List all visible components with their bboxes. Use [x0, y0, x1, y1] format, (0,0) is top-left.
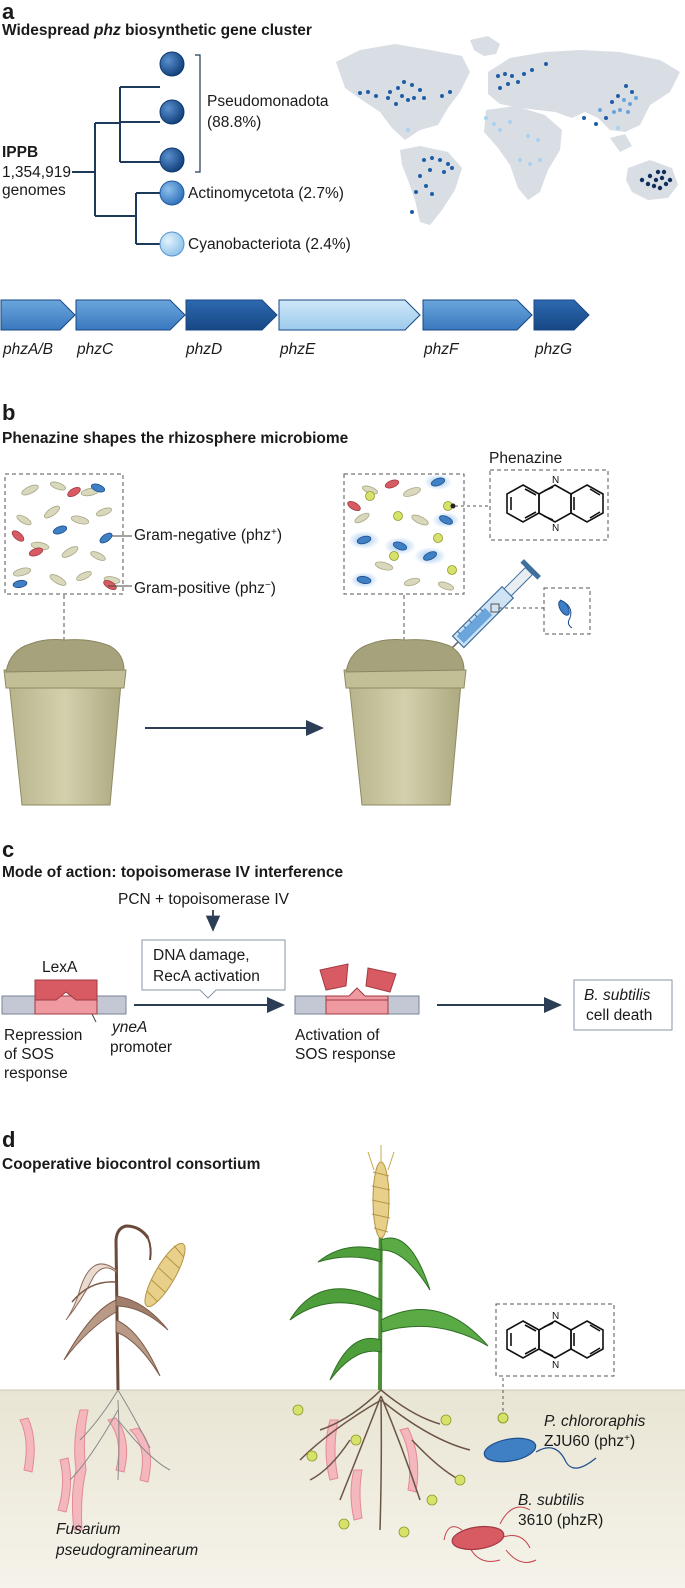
phenazine-point — [450, 503, 456, 509]
panel-d-label: d — [2, 1127, 15, 1152]
panel-d-title: Cooperative biocontrol consortium — [2, 1156, 260, 1173]
gene-label-phzD: phzD — [185, 341, 222, 358]
soil-pot-before — [3, 639, 127, 806]
dna-damage-line2: RecA activation — [153, 968, 260, 985]
bacteria-after — [347, 474, 460, 591]
panel-c-title: Mode of action: topoisomerase IV interfe… — [2, 864, 343, 881]
repression-line2: of SOS — [4, 1046, 54, 1063]
panel-a-label: a — [2, 0, 15, 24]
root-unit: genomes — [2, 182, 66, 199]
gene-arrow-phzC — [75, 299, 186, 331]
bacteria-before — [11, 481, 121, 591]
healthy-wheat-plant — [289, 1145, 489, 1538]
repression-line1: Repression — [4, 1027, 82, 1044]
phenazine-box-d — [495, 1303, 615, 1377]
bsubtilis-cell — [443, 1506, 537, 1563]
pcn-input-label: PCN + topoisomerase IV — [118, 891, 290, 908]
lexa-label: LexA — [42, 959, 78, 976]
world-map — [336, 36, 680, 225]
clade-pseudomonadota: Pseudomonadota — [207, 93, 329, 110]
cell-death-line1: B. subtilis — [584, 987, 651, 1004]
syringe-icon — [438, 559, 541, 662]
bsubtilis-line2: 3610 (phzR) — [518, 1512, 603, 1529]
activation-line1: Activation of — [295, 1027, 380, 1044]
pchlororaphis-line2: ZJU60 (phz+) — [544, 1433, 635, 1451]
panel-a: a Widespread phz biosynthetic gene clust… — [0, 0, 680, 358]
dna-damage-box — [141, 939, 286, 999]
panel-b-label: b — [2, 400, 15, 425]
map-dots — [358, 62, 673, 214]
gene-cluster — [0, 299, 590, 331]
gene-arrow-phzAB — [0, 299, 76, 331]
lexa-fragment-right — [365, 967, 397, 993]
nitrogen-top: N — [552, 475, 559, 486]
panel-a-title: Widespread phz biosynthetic gene cluster — [2, 22, 312, 39]
phenazine-structure — [506, 484, 604, 523]
phenazine-box — [489, 469, 609, 541]
clade-pseudomonadota-pct: (88.8%) — [207, 114, 261, 131]
phenazine-label: Phenazine — [489, 450, 562, 467]
diseased-wheat-plant — [19, 1224, 186, 1531]
gram-negative-label: Gram-negative (phz+) — [134, 527, 282, 545]
clade-actinomycetota: Actinomycetota (2.7%) — [188, 185, 344, 202]
panel-c-label: c — [2, 837, 14, 862]
fusarium-line2: pseudograminearum — [55, 1542, 198, 1559]
promoter-label: promoter — [110, 1039, 172, 1056]
panel-c: c Mode of action: topoisomerase IV inter… — [1, 837, 673, 1082]
gene-arrow-phzG — [533, 299, 590, 331]
gene-label-phzAB: phzA/B — [2, 341, 53, 358]
clade-node-1 — [159, 51, 185, 77]
gene-arrow-phzE — [278, 299, 421, 331]
fusarium-line1: Fusarium — [56, 1521, 121, 1538]
activation-line2: SOS response — [295, 1046, 396, 1063]
yneA-label: yneA — [111, 1019, 147, 1036]
panel-d: d Cooperative biocontrol consortium — [0, 1127, 685, 1588]
repression-line3: response — [4, 1065, 68, 1082]
dna-damage-line1: DNA damage, — [153, 947, 250, 964]
lexa-repressor — [34, 979, 98, 1001]
pchlororaphis-line1: P. chlororaphis — [544, 1413, 646, 1430]
clade-node-cyano — [159, 231, 185, 257]
root-label: IPPB — [2, 144, 38, 161]
phylogenetic-tree — [72, 54, 201, 245]
nitrogen-bottom: N — [552, 523, 559, 534]
phenazine-molecule-d — [497, 1412, 509, 1424]
bsubtilis-line1: B. subtilis — [518, 1492, 585, 1509]
cell-death-line2: cell death — [586, 1007, 652, 1024]
gene-arrow-phzF — [422, 299, 533, 331]
gene-label-phzE: phzE — [279, 341, 316, 358]
root-count: 1,354,919 — [2, 164, 71, 181]
clade-node-2 — [159, 99, 185, 125]
nitrogen-top-d: N — [552, 1311, 559, 1322]
gram-positive-label: Gram-positive (phz−) — [134, 580, 276, 598]
yneA-leader — [91, 1013, 97, 1023]
promoter-bump — [325, 987, 389, 1001]
cell-death-box — [573, 979, 673, 1031]
panel-b-title: Phenazine shapes the rhizosphere microbi… — [2, 430, 349, 447]
clade-node-3 — [159, 147, 185, 173]
phenazine-structure-d — [506, 1320, 604, 1359]
clade-cyanobacteriota: Cyanobacteriota (2.4%) — [188, 236, 351, 253]
clade-node-actino — [159, 180, 185, 206]
nitrogen-bottom-d: N — [552, 1360, 559, 1371]
panel-b: b Phenazine shapes the rhizosphere micro… — [2, 400, 609, 806]
lexa-fragment-left — [319, 963, 349, 991]
gram-leader-lines — [108, 535, 132, 587]
soil-pot-after — [343, 639, 467, 806]
inoculum-box — [543, 587, 591, 635]
gene-label-phzG: phzG — [534, 341, 572, 358]
gene-arrow-phzD — [185, 299, 278, 331]
gene-label-phzF: phzF — [423, 341, 460, 358]
pseudomonas-cell — [483, 1437, 597, 1469]
pseudomonas-cell-icon — [558, 600, 570, 616]
gene-label-phzC: phzC — [76, 341, 114, 358]
